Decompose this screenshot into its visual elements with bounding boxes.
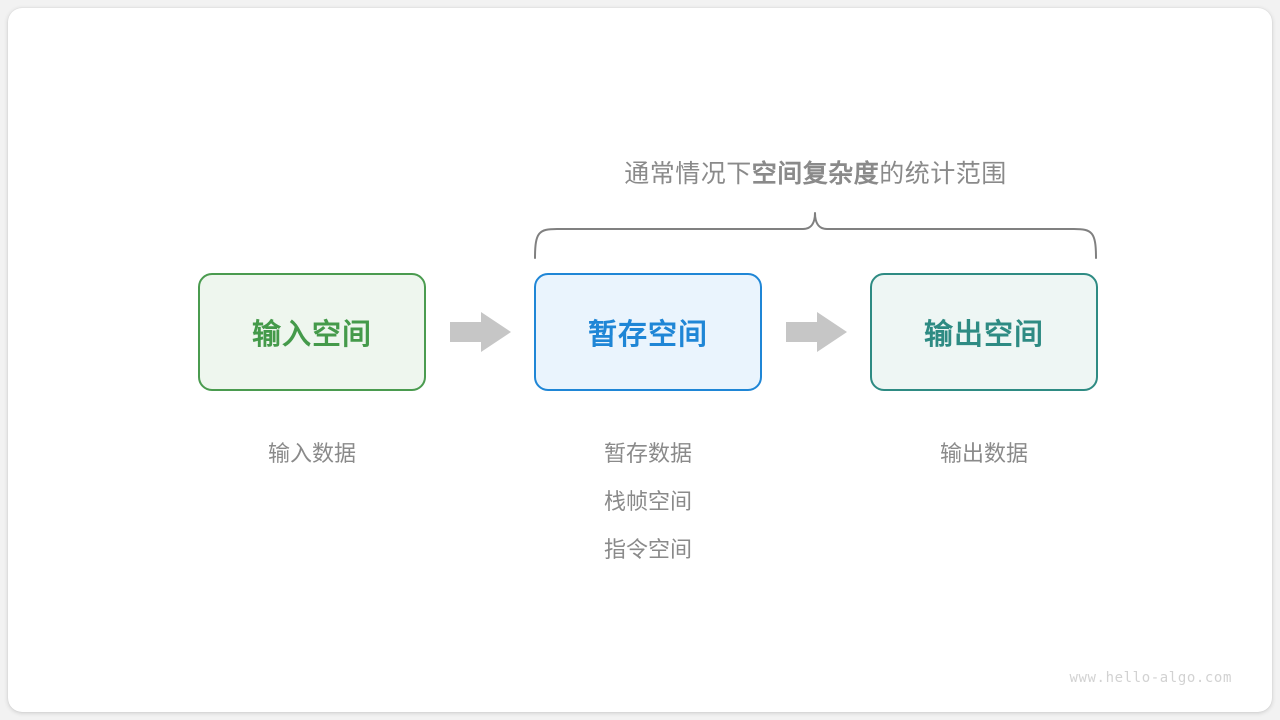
- caption-input-data: 输入数据: [267, 441, 356, 466]
- node-label-input: 输入空间: [251, 319, 372, 351]
- arrow-right-icon-buffer-to-output: [786, 312, 847, 352]
- brace-caption-prefix: 通常情况下: [624, 160, 752, 188]
- caption-column-input: 输入数据: [198, 430, 426, 478]
- caption-column-buffer: 暂存数据 栈帧空间 指令空间: [534, 430, 762, 574]
- brace-caption: 通常情况下空间复杂度的统计范围: [533, 154, 1098, 190]
- brace-caption-suffix: 的统计范围: [879, 160, 1007, 188]
- watermark: www.hello-algo.com: [1069, 670, 1232, 686]
- diagram-card: 通常情况下空间复杂度的统计范围 输入空间 暂存空间 输出空间 输入数据 暂存数据: [8, 8, 1272, 712]
- caption-output-data: 输出数据: [939, 441, 1028, 466]
- node-label-output: 输出空间: [923, 319, 1044, 351]
- curly-brace-icon: [534, 212, 1097, 259]
- caption-buffer-data: 暂存数据: [603, 441, 692, 466]
- brace-caption-emphasis: 空间复杂度: [751, 160, 880, 188]
- node-label-buffer: 暂存空间: [587, 319, 708, 351]
- arrow-right-icon-input-to-buffer: [450, 312, 511, 352]
- node-box-buffer[interactable]: 暂存空间: [534, 273, 762, 391]
- caption-instruction-space: 指令空间: [603, 537, 692, 562]
- caption-column-output: 输出数据: [870, 430, 1098, 478]
- node-box-input[interactable]: 输入空间: [198, 273, 426, 391]
- caption-stack-frame-space: 栈帧空间: [603, 489, 692, 514]
- node-box-output[interactable]: 输出空间: [870, 273, 1098, 391]
